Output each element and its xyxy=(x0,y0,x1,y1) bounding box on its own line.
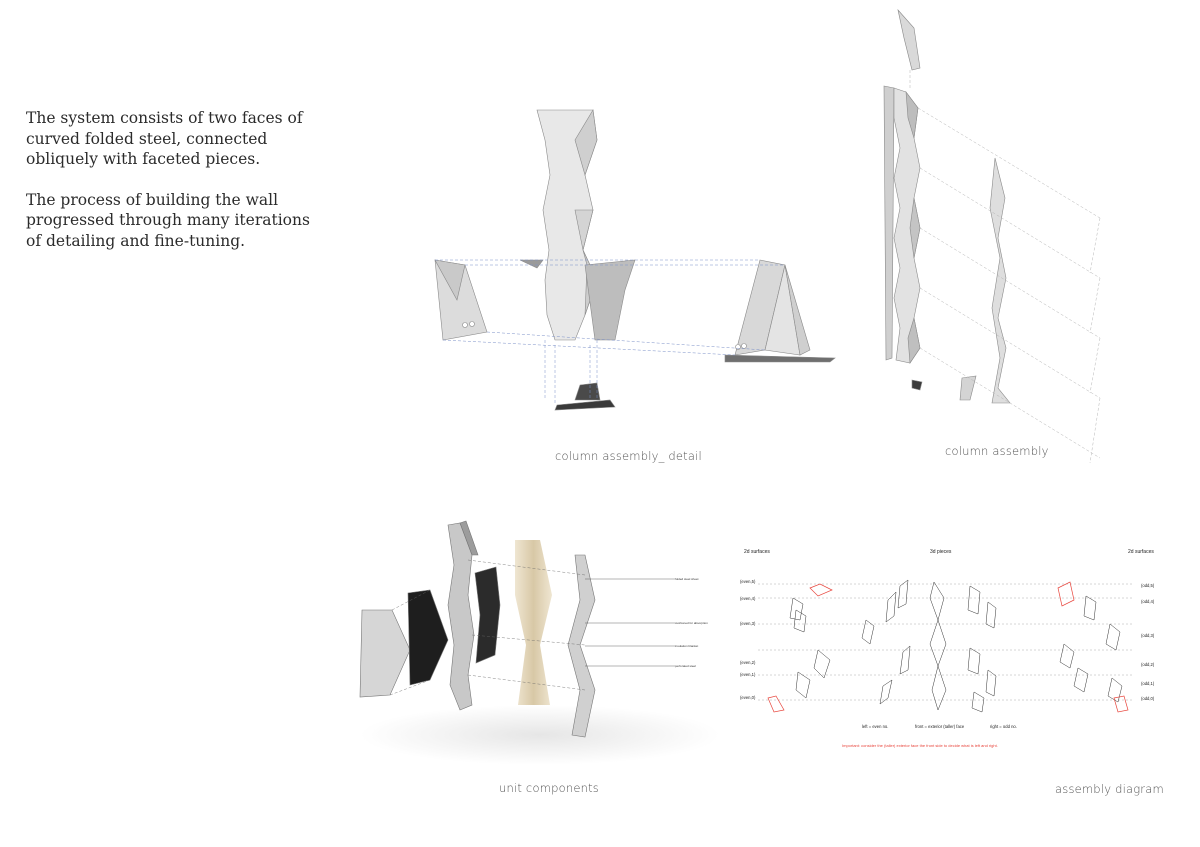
legend-front-face: front = exterior (taller) face xyxy=(915,724,965,729)
header-2d-surfaces-left: 2d surfaces xyxy=(744,549,770,555)
caption-column-assembly: column assembly xyxy=(945,444,1049,458)
column-assembly-figure xyxy=(883,8,1101,464)
left-label-even-3: (even,3) xyxy=(740,621,756,626)
column-assembly-detail-figure xyxy=(434,109,836,411)
intro-text: The system consists of two faces of curv… xyxy=(26,108,326,271)
component-label-3: insulation blanket xyxy=(675,644,698,648)
right-label-odd-3: (odd,3) xyxy=(1141,633,1155,638)
intro-paragraph-2: The process of building the wall progres… xyxy=(26,190,310,250)
left-label-even-5: (even,5) xyxy=(740,579,756,584)
component-label-2: cushioned for absorption xyxy=(675,621,708,625)
right-label-odd-1: (odd,1) xyxy=(1141,681,1155,686)
caption-unit-components: unit components xyxy=(499,781,599,795)
left-label-even-1: (even,1) xyxy=(740,672,756,677)
header-2d-surfaces-right: 2d surfaces xyxy=(1128,549,1154,555)
assembly-note: Important: consider the (taller) exterio… xyxy=(842,743,998,748)
right-label-odd-5: (odd,5) xyxy=(1141,583,1155,588)
legend-right-odd: right = odd no. xyxy=(990,724,1017,729)
left-label-even-0: (even,0) xyxy=(740,695,756,700)
assembly-diagram-figure: 2d surfaces 3d pieces 2d surfaces (even,… xyxy=(740,549,1155,748)
component-label-1: folded steel sheet xyxy=(675,577,699,581)
right-label-odd-2: (odd,2) xyxy=(1141,662,1155,667)
right-label-odd-4: (odd,4) xyxy=(1141,599,1155,604)
intro-paragraph-1: The system consists of two faces of curv… xyxy=(26,109,303,168)
right-label-odd-0: (odd,0) xyxy=(1141,696,1155,701)
unit-components-figure: folded steel sheet cushioned for absorpt… xyxy=(359,520,720,765)
left-label-even-2: (even,2) xyxy=(740,660,756,665)
component-label-4: perforated steel xyxy=(675,664,696,668)
caption-assembly-diagram: assembly diagram xyxy=(1055,782,1164,796)
caption-column-detail: column assembly_ detail xyxy=(555,449,702,463)
left-label-even-4: (even,4) xyxy=(740,596,756,601)
header-3d-pieces: 3d pieces xyxy=(930,549,952,555)
legend-left-even: left = even no. xyxy=(862,724,888,729)
